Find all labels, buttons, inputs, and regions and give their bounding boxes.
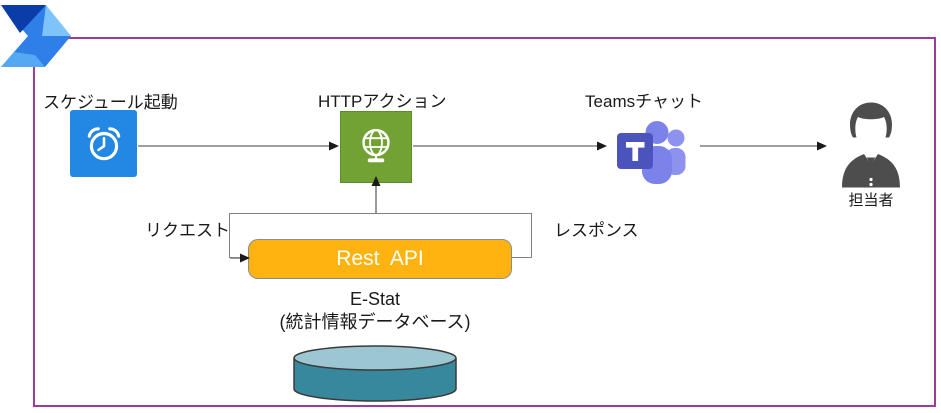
schedule-node-label: スケジュール起動 [43,93,178,112]
businessman-icon [842,102,900,188]
rest-api-node: Rest API [248,239,512,279]
http-action-node [340,111,412,183]
database-cylinder-icon [293,345,457,402]
response-edge-label: レスポンス [554,221,639,240]
estat-title: E-Stat [349,289,401,309]
alarm-clock-icon [87,126,120,160]
http-node-label: HTTPアクション [318,92,447,111]
teams-node [616,116,694,190]
diagram-frame [33,37,936,407]
power-automate-logo-icon [1,5,71,67]
schedule-trigger-node [70,110,137,177]
estat-caption: E-Stat (統計情報データベース) [250,288,500,334]
teams-logo-icon [617,121,686,184]
person-node [841,101,901,188]
teams-node-label: Teamsチャット [585,92,703,111]
estat-subtitle: (統計情報データベース) [279,312,471,333]
globe-http-icon [362,128,390,163]
request-edge-label: リクエスト [145,221,230,240]
person-node-label: 担当者 [848,192,894,209]
